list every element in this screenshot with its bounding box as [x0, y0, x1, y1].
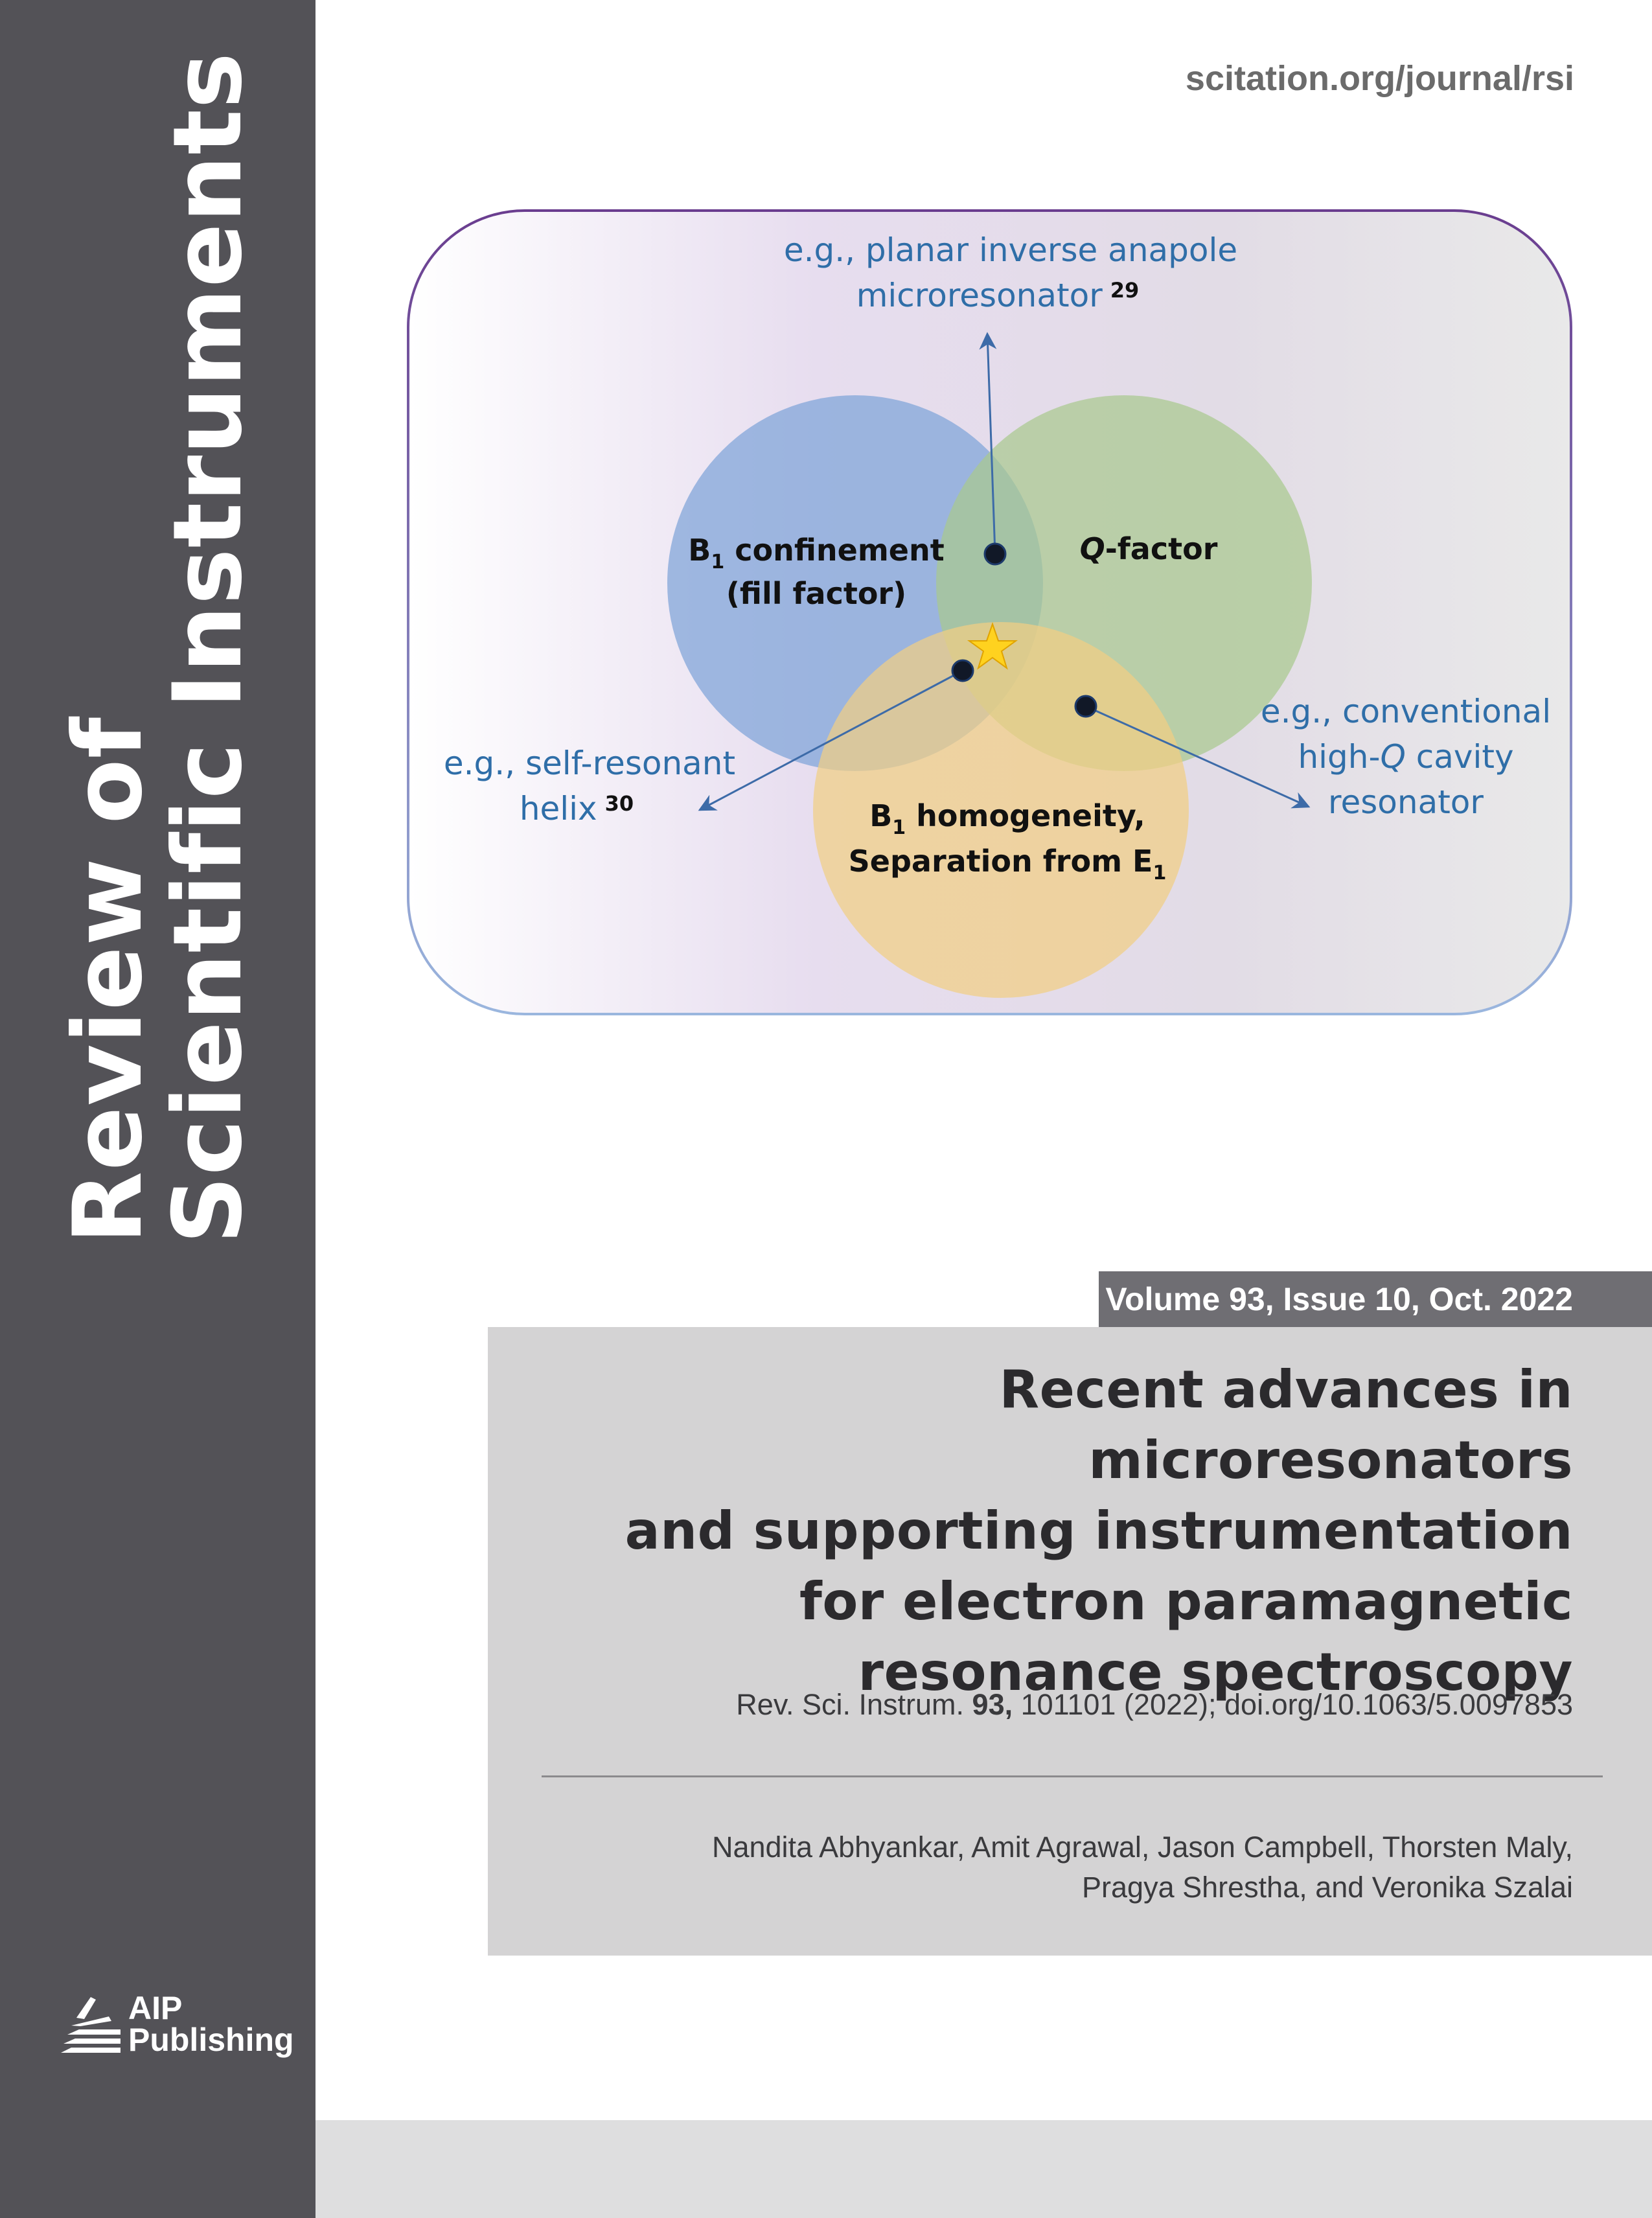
- dot-self-resonant-helix: [951, 659, 974, 682]
- journal-title-line2: Scientific Instruments: [153, 51, 263, 1245]
- citation-doi[interactable]: 101101 (2022); doi.org/10.1063/5.0097853: [1013, 1688, 1573, 1721]
- bottom-band: [315, 2120, 1652, 2218]
- aip-publishing-logo: AIP Publishing: [57, 1990, 294, 2062]
- journal-url[interactable]: scitation.org/journal/rsi: [1185, 59, 1574, 98]
- circle-label-fill-factor: (fill factor): [726, 576, 906, 611]
- label-right-line2: high-Q cavity: [1298, 738, 1513, 776]
- article-authors: Nandita Abhyankar, Amit Agrawal, Jason C…: [666, 1827, 1573, 1908]
- article-title: Recent advances in microresonators and s…: [536, 1354, 1573, 1707]
- arrow-top: [979, 332, 997, 555]
- article-title-line: resonance spectroscopy: [858, 1642, 1573, 1702]
- star-icon: [967, 621, 1018, 670]
- circle-label-q-factor: Q-factor: [1080, 531, 1218, 566]
- citation-volume: 93,: [972, 1688, 1013, 1721]
- article-info-box: [488, 1327, 1652, 1956]
- circle-b1-homogeneity: [813, 622, 1189, 998]
- circle-label-b1-homogeneity: B1 homogeneity,: [869, 798, 1145, 839]
- journal-title: Review of Scientific Instruments: [0, 0, 315, 1296]
- citation-journal: Rev. Sci. Instrum.: [736, 1688, 972, 1721]
- arrow-right: [1085, 705, 1311, 809]
- dot-planar-anapole: [983, 542, 1007, 566]
- label-left-line1: e.g., self-resonant: [444, 745, 735, 782]
- label-top-line1: e.g., planar inverse anapole: [784, 231, 1237, 269]
- arrow-left: [698, 669, 963, 811]
- circle-label-separation-e1: Separation from E1: [849, 844, 1167, 884]
- logo-text-aip: AIP: [128, 1990, 183, 2026]
- article-title-line: and supporting instrumentation: [625, 1501, 1573, 1561]
- divider: [542, 1775, 1603, 1777]
- circle-label-b1-confinement: B1 confinement: [688, 533, 944, 573]
- aip-logo-icon: [61, 1997, 120, 2053]
- article-citation: Rev. Sci. Instrum. 93, 101101 (2022); do…: [736, 1688, 1573, 1722]
- article-title-line: for electron paramagnetic: [799, 1571, 1573, 1632]
- journal-title-line1: Review of: [53, 716, 163, 1245]
- logo-text-publishing: Publishing: [128, 2022, 294, 2058]
- journal-sidebar: [0, 0, 315, 2218]
- venn-diagram-figure: e.g., planar inverse anapole microresona…: [407, 209, 1572, 1015]
- article-title-line: Recent advances in microresonators: [999, 1359, 1573, 1490]
- dot-cavity-resonator: [1074, 695, 1097, 718]
- authors-line: Pragya Shrestha, and Veronika Szalai: [1082, 1871, 1573, 1904]
- label-right-line1: e.g., conventional: [1261, 693, 1551, 730]
- label-right-line3: resonator: [1328, 783, 1484, 821]
- volume-bar: [1099, 1271, 1652, 1327]
- volume-issue-date: Volume 93, Issue 10, Oct. 2022: [1105, 1281, 1573, 1317]
- authors-line: Nandita Abhyankar, Amit Agrawal, Jason C…: [711, 1831, 1573, 1864]
